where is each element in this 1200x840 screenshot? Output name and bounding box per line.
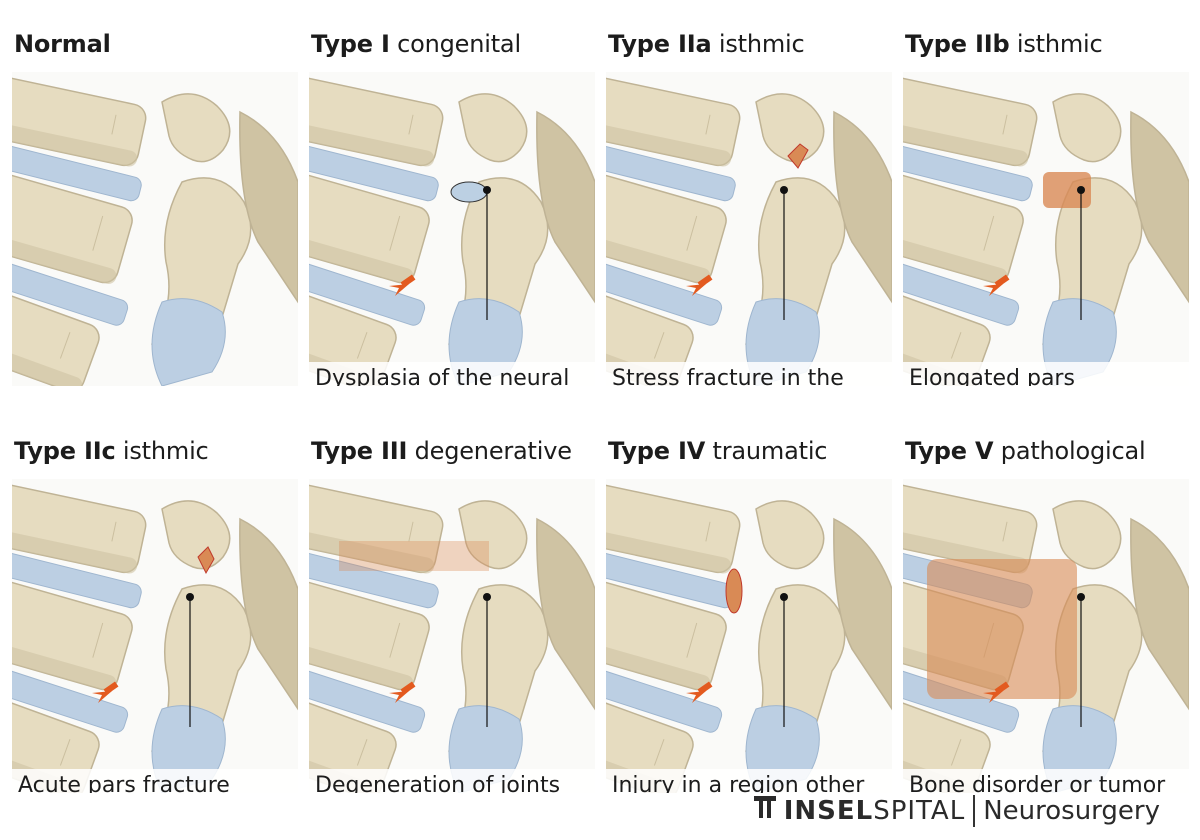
caption-line: Elongated pars (909, 366, 1075, 386)
caption-line: Bone disorder or tumor (909, 773, 1166, 793)
spine-illustration-icon: Bone disorder or tumor (903, 479, 1189, 793)
panel-title: Type IIb isthmic (905, 30, 1103, 58)
panel-caption: Dysplasia of the neuralarch or sacrum (309, 362, 595, 386)
brand-name: INSELSPITAL (783, 795, 966, 826)
caption-line: Dysplasia of the neural (315, 366, 570, 386)
panel-title: Type I congenital (311, 30, 521, 58)
department-label: Neurosurgery (983, 795, 1160, 826)
panel-title: Normal (14, 30, 111, 58)
type-desc: isthmic (1016, 30, 1103, 58)
footer: INSELSPITAL Neurosurgery (752, 793, 1160, 828)
spine-illustration-icon: Stress fracture in thepars interarticula… (606, 72, 892, 386)
insel-logo-icon (752, 793, 778, 828)
type-label: Type V (905, 437, 994, 465)
type-label: Type III (311, 437, 408, 465)
caption-line: Degeneration of joints (315, 773, 561, 793)
spine-illustration-icon: Acute pars fracture (12, 479, 298, 793)
panel-caption: Injury in a region otherthan the pars (606, 769, 892, 793)
type-desc: pathological (1000, 437, 1146, 465)
type-desc: degenerative (414, 437, 572, 465)
panel-caption: Degeneration of jointsand intervertebral… (309, 769, 595, 793)
caption-line: Stress fracture in the (612, 366, 844, 386)
panel-title: Type IV traumatic (608, 437, 827, 465)
panel-1: Type I congenital Dysplasia of the neura… (309, 30, 595, 386)
spine-illustration-icon: Injury in a region otherthan the pars (606, 479, 892, 793)
type-label: Type IV (608, 437, 706, 465)
spine-illustration-icon: Elongated parsinterarticularis (903, 72, 1189, 386)
panel-caption: Acute pars fracture (12, 769, 298, 793)
type-label: Type I (311, 30, 390, 58)
panel-4: Type IIc isthmic Acute pars fracture (12, 437, 298, 793)
spine-illustration-icon: Dysplasia of the neuralarch or sacrum (309, 72, 595, 386)
panel-0: Normal (12, 30, 298, 386)
spine-illustration-icon (12, 72, 298, 386)
panel-caption: Elongated parsinterarticularis (903, 362, 1189, 386)
type-desc: congenital (397, 30, 521, 58)
type-desc: isthmic (122, 437, 209, 465)
panel-2: Type IIa isthmic Stress fracture in thep… (606, 30, 892, 386)
panel-title: Type V pathological (905, 437, 1146, 465)
type-label: Type IIc (14, 437, 116, 465)
panel-caption: Stress fracture in thepars interarticula… (606, 362, 892, 386)
type-desc: traumatic (712, 437, 828, 465)
panel-7: Type V pathological Bone disorder or tum… (903, 437, 1189, 793)
type-label: Type IIa (608, 30, 712, 58)
type-label: Normal (14, 30, 111, 58)
type-label: Type IIb (905, 30, 1010, 58)
panel-title: Type IIc isthmic (14, 437, 209, 465)
spine-illustration-icon: Degeneration of jointsand intervertebral… (309, 479, 595, 793)
panel-5: Type III degenerative Degeneration of jo… (309, 437, 595, 793)
panel-title: Type III degenerative (311, 437, 572, 465)
caption-line: Acute pars fracture (18, 773, 230, 793)
panel-caption: Bone disorder or tumor (903, 769, 1189, 793)
panel-3: Type IIb isthmic Elongated parsinterarti… (903, 30, 1189, 386)
caption-line: Injury in a region other (612, 773, 865, 793)
type-desc: isthmic (718, 30, 805, 58)
panel-6: Type IV traumatic Injury in a region oth… (606, 437, 892, 793)
panel-title: Type IIa isthmic (608, 30, 805, 58)
footer-separator (973, 794, 976, 827)
